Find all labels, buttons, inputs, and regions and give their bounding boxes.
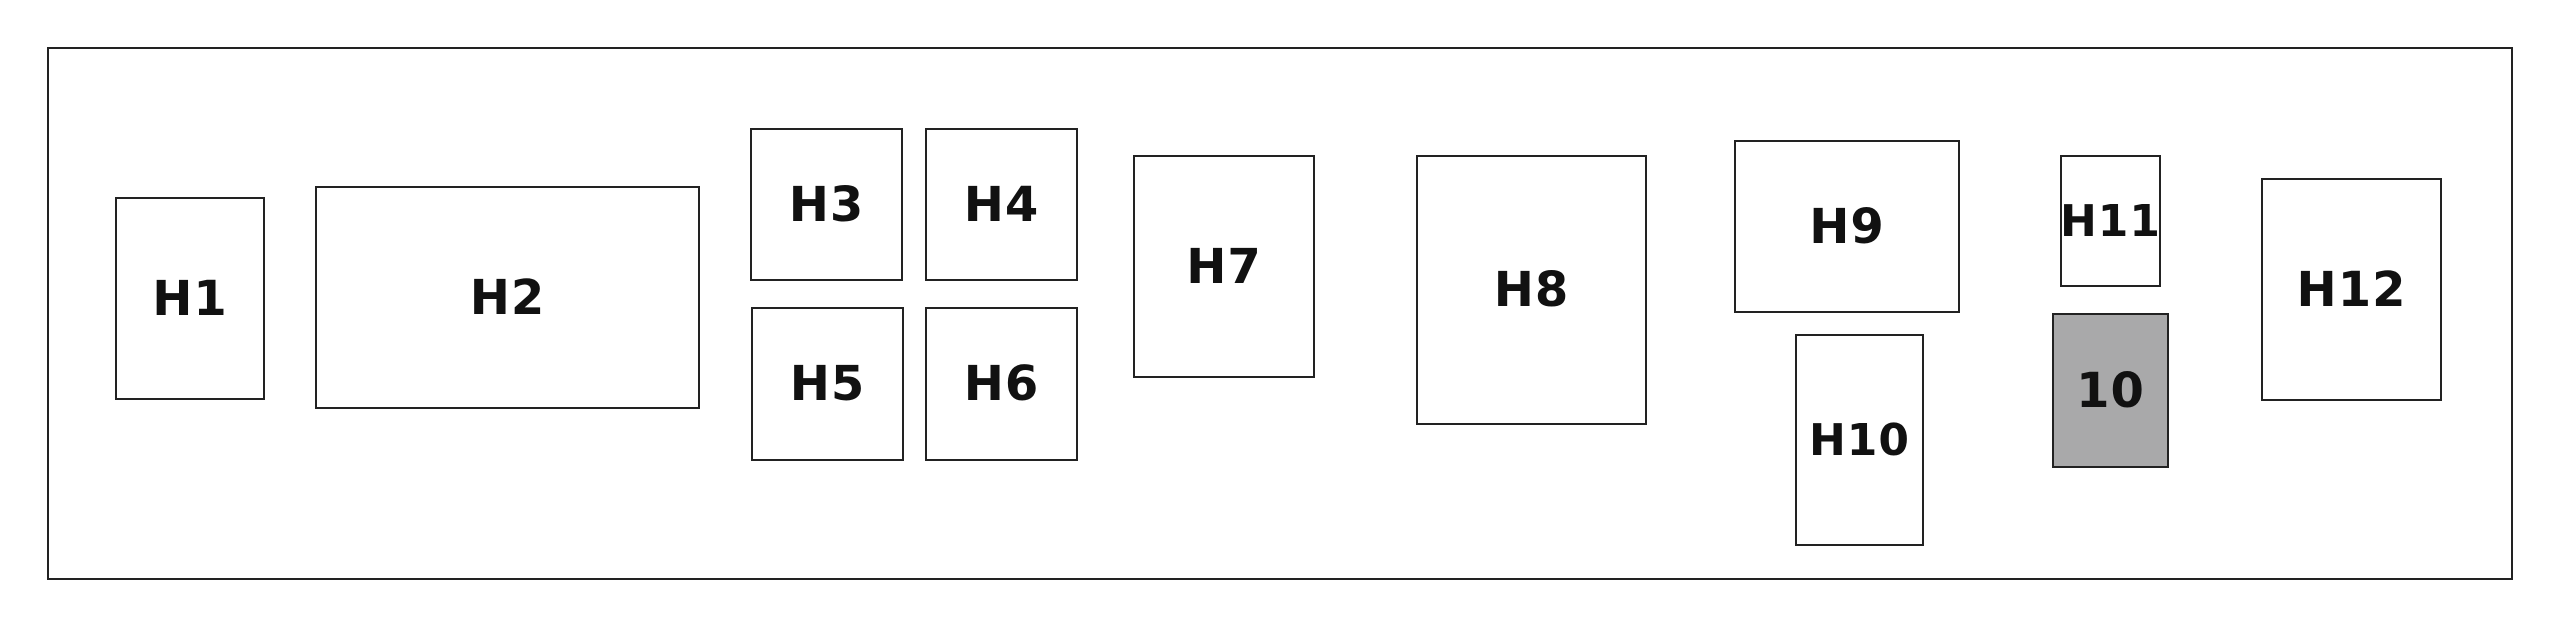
box-h9: H9	[1734, 140, 1960, 313]
box-h7: H7	[1133, 155, 1315, 378]
box-h8: H8	[1416, 155, 1647, 425]
box-h2: H2	[315, 186, 700, 409]
box-h10: H10	[1795, 334, 1924, 546]
box-h6: H6	[925, 307, 1078, 461]
box-h12: H12	[2261, 178, 2442, 401]
box-h4: H4	[925, 128, 1078, 281]
box-h1: H1	[115, 197, 265, 400]
box-h11: H11	[2060, 155, 2161, 287]
box-h5: H5	[751, 307, 904, 461]
box-h3: H3	[750, 128, 903, 281]
box-10-highlighted: 10	[2052, 313, 2169, 468]
